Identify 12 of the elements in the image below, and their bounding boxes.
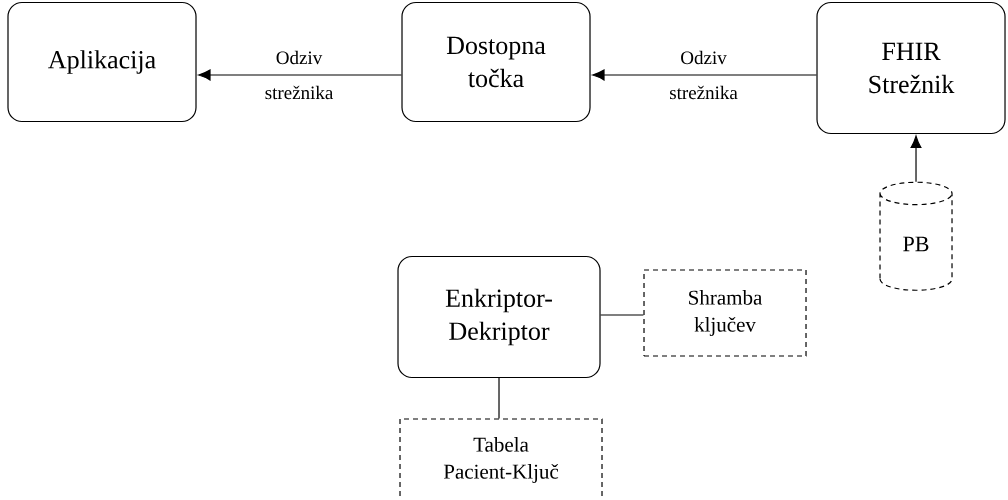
storage-box: Shramba ključev xyxy=(643,269,807,357)
database-cylinder: PB xyxy=(879,181,953,291)
process-box: Dostopna točka xyxy=(401,1,591,123)
arrow xyxy=(198,69,402,81)
table-box: Tabela Pacient-Ključ xyxy=(399,418,603,500)
edge-label: Odziv strežnika xyxy=(670,50,738,100)
arrow xyxy=(592,69,817,81)
server-box: FHIR Strežnik xyxy=(816,1,1006,135)
process-box: Enkriptor-Dekriptor xyxy=(397,255,601,379)
arrow xyxy=(910,135,922,183)
edge-label: Odziv strežnika xyxy=(265,50,334,100)
process-box: Aplikacija xyxy=(7,1,197,123)
